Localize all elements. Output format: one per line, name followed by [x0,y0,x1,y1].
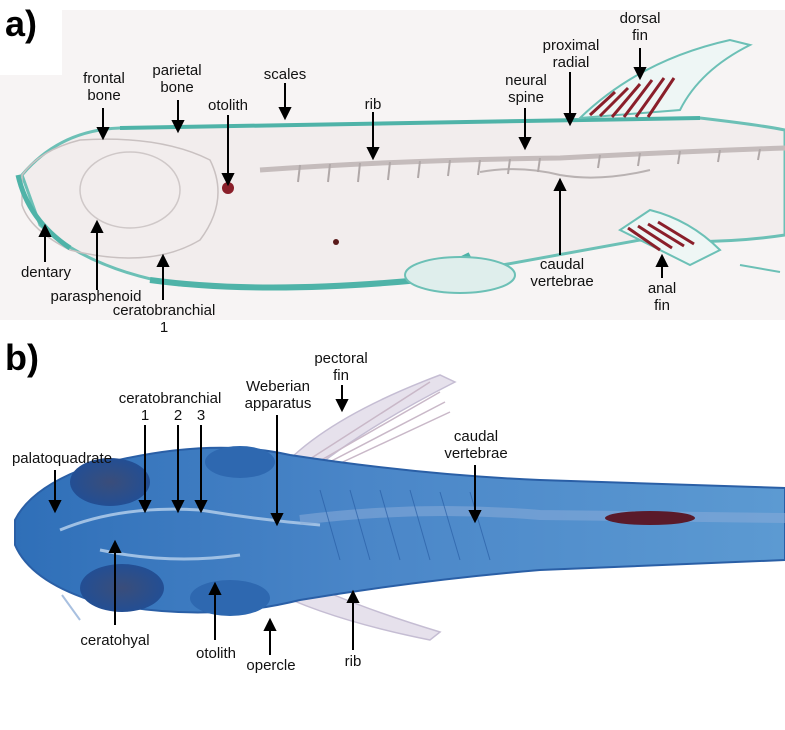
label-otolith-b: otolith [195,645,237,662]
label-ceratohyal: ceratohyal [80,632,150,649]
label-pectoral-fin: pectoral fin [314,350,368,384]
label-cb-1: 1 [140,407,150,424]
label-weberian-apparatus: Weberian apparatus [244,378,312,412]
panel-b-letter: b) [5,337,39,378]
label-scales: scales [263,66,307,83]
panel-a-letter: a) [5,3,38,44]
label-rib-a: rib [364,96,382,113]
label-parasphenoid: parasphenoid [50,288,142,305]
label-parietal-bone: parietal bone [152,62,202,96]
panel-b-image [14,374,785,655]
label-dentary: dentary [20,264,72,281]
label-anal-fin: anal fin [647,280,677,314]
label-ceratobranchial-b: ceratobranchial [118,390,222,407]
label-caudal-vertebrae-b: caudal vertebrae [444,428,508,462]
label-dorsal-fin: dorsal fin [619,10,661,44]
label-neural-spine: neural spine [505,72,547,106]
label-opercle: opercle [246,657,296,674]
label-frontal-bone: frontal bone [83,70,125,104]
label-cb-3: 3 [196,407,206,424]
panel-a-arrows [38,48,669,300]
label-proximal-radial: proximal radial [542,37,600,71]
label-palatoquadrate: palatoquadrate [11,450,113,467]
panel-b-arrows [48,385,482,655]
label-caudal-vertebrae-a: caudal vertebrae [530,256,594,290]
label-rib-b: rib [344,653,362,670]
panel-a-image [0,10,785,320]
label-otolith-a: otolith [207,97,249,114]
label-ceratobranchial-1-a: ceratobranchial 1 [112,302,216,336]
label-cb-2: 2 [173,407,183,424]
